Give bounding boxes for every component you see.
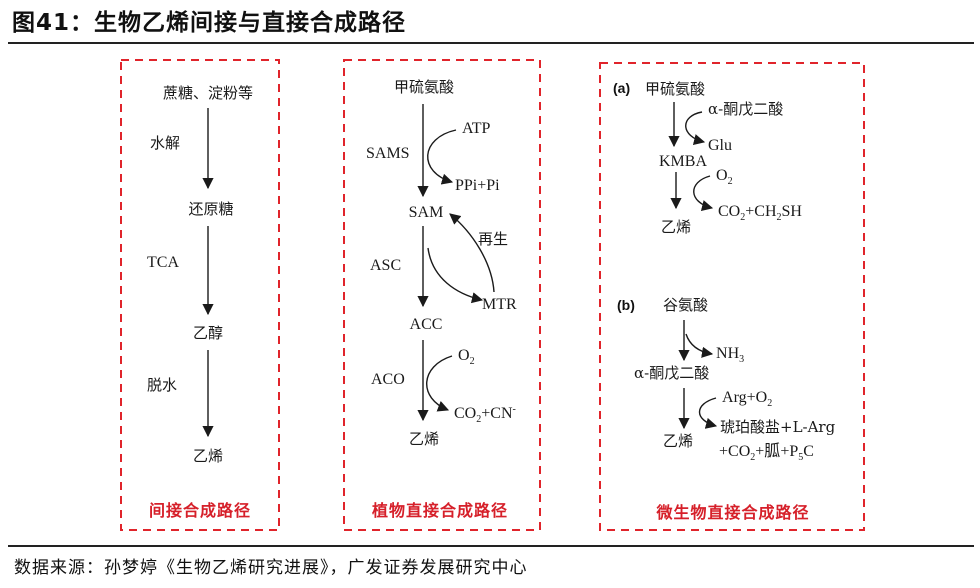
top-rule: [8, 42, 974, 44]
caption-microbe: 微生物直接合成路径: [655, 503, 809, 522]
output-mtr: MTR: [482, 296, 517, 313]
arrow-to-mtr: [427, 247, 484, 304]
arrow-to-nh3: [685, 333, 714, 358]
tag-a: (a): [613, 80, 630, 96]
node-acc: ACC: [410, 316, 443, 333]
node-akg-b: α-酮戊二酸: [634, 364, 709, 382]
node-ethylene-1: 乙烯: [193, 447, 223, 465]
step-tca: TCA: [147, 254, 179, 271]
caption-indirect: 间接合成路径: [149, 501, 251, 520]
output-co2-guanidine-p5c: +CO2+胍+P5C: [719, 442, 814, 463]
arrow-atp-to-ppi: [427, 129, 457, 185]
step-dehydration: 脱水: [147, 376, 177, 394]
panel-microbe: (a) 甲硫氨酸 α-酮戊二酸 Glu KMBA O2 CO2+CH2SH 乙烯…: [599, 62, 865, 531]
arrow-o2-to-co2-a: [693, 175, 714, 211]
panel-microbe-border: [599, 62, 865, 531]
arrow-arg-to-products: [698, 397, 718, 429]
step-hydrolysis: 水解: [150, 134, 180, 152]
panel-indirect-border: [120, 59, 280, 531]
figure-title: 图41：生物乙烯间接与直接合成路径: [12, 10, 407, 36]
node-methionine: 甲硫氨酸: [394, 78, 454, 96]
node-reducing-sugar: 还原糖: [188, 200, 233, 218]
input-arg-o2: Arg+O2: [722, 389, 772, 409]
bottom-rule: [8, 545, 974, 547]
byproduct-glu: Glu: [708, 137, 732, 154]
input-o2-a: O2: [716, 167, 733, 187]
caption-plant: 植物直接合成路径: [371, 501, 508, 520]
node-methionine-a: 甲硫氨酸: [645, 80, 705, 98]
source-note: 数据来源：孙梦婷《生物乙烯研究进展》，广发证券发展研究中心: [14, 558, 528, 578]
output-co2-ch2sh: CO2+CH2SH: [718, 203, 802, 223]
node-ethylene-b: 乙烯: [663, 432, 693, 450]
node-kmba: KMBA: [659, 153, 707, 170]
output-co2-cn: CO2+CN-: [454, 404, 516, 425]
tag-b: (b): [617, 297, 635, 313]
byproduct-nh3: NH3: [716, 345, 744, 365]
node-ethanol: 乙醇: [193, 324, 223, 342]
input-o2-plant: O2: [458, 347, 475, 367]
node-ethylene-2: 乙烯: [409, 430, 439, 448]
arrow-regeneration: [449, 213, 495, 293]
node-sam: SAM: [409, 204, 444, 221]
node-ethylene-a: 乙烯: [661, 218, 691, 236]
panel-indirect: 蔗糖、淀粉等 水解 还原糖 TCA 乙醇 脱水 乙烯 间接合成路径: [120, 59, 280, 531]
panel-plant-border: [343, 59, 541, 531]
enzyme-asc: ASC: [370, 257, 401, 274]
enzyme-aco: ACO: [371, 371, 405, 388]
cosubstrate-akg: α-酮戊二酸: [708, 100, 783, 118]
arrow-akg-to-glu: [685, 111, 706, 145]
node-glutamate: 谷氨酸: [663, 296, 708, 314]
enzyme-sams: SAMS: [366, 145, 410, 162]
label-regeneration: 再生: [478, 230, 508, 248]
node-sucrose-starch: 蔗糖、淀粉等: [163, 84, 253, 102]
panel-plant: 甲硫氨酸 SAMS ATP PPi+Pi SAM ASC MTR 再生 ACC …: [343, 59, 541, 531]
arrow-o2-to-co2: [426, 355, 453, 412]
output-ppi-pi: PPi+Pi: [455, 177, 500, 194]
output-succinate-larg: 琥珀酸盐+L-Arg: [720, 418, 836, 436]
input-atp: ATP: [462, 120, 491, 137]
